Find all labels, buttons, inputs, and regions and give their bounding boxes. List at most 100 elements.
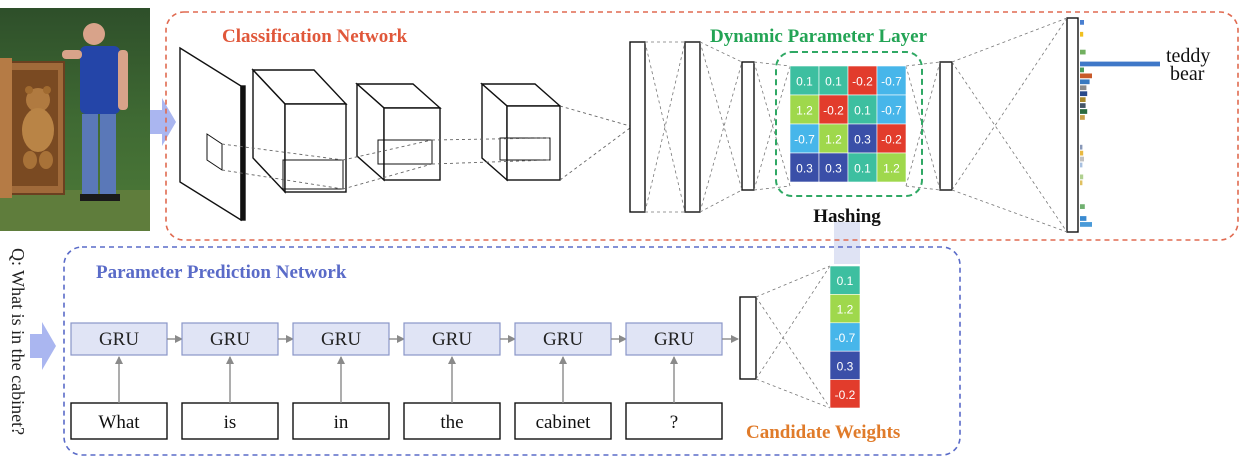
gru-label: GRU [210, 329, 250, 350]
matrix-cell [818, 65, 849, 96]
word-token: in [334, 412, 349, 433]
answer-label-line1: teddy [1166, 45, 1210, 67]
matrix-cell-value: -0.7 [881, 75, 902, 89]
conv-layer-2 [251, 68, 348, 194]
dynamic-parameter-layer-title: Dynamic Parameter Layer [710, 26, 928, 47]
output-score-bar [1080, 204, 1085, 209]
gru-label: GRU [654, 329, 694, 350]
matrix-cell [847, 65, 878, 96]
matrix-cell-value: 0.3 [854, 133, 871, 147]
word-box [514, 402, 612, 440]
output-score-bar [1080, 174, 1084, 180]
matrix-cell-value: -0.7 [794, 133, 815, 147]
output-score-bar [1080, 144, 1083, 150]
dynamic-parameter-matrix: 0.1 0.1 -0.2 -0.7 1.2 -0.2 0.1 -0.7 -0.7 1.2 0.3 -0… [789, 65, 907, 183]
output-score-bar [1080, 97, 1086, 102]
matrix-cell-value: 0.1 [825, 75, 842, 89]
output-score-bar [1080, 103, 1086, 108]
output-score-bar [1080, 115, 1085, 120]
output-score-bar [1080, 79, 1090, 85]
output-score-bar [1080, 222, 1092, 227]
conv-layer-3 [355, 82, 442, 182]
candidate-weight-value: 0.3 [837, 359, 854, 373]
candidate-weights-title: Candidate Weights [746, 422, 900, 443]
word-token: the [440, 412, 463, 433]
question-input-arrow [30, 322, 56, 370]
classification-network-title: Classification Network [222, 26, 408, 47]
output-score-bar [1080, 73, 1092, 79]
output-score-bar [1080, 67, 1084, 73]
output-score-bar [1080, 216, 1087, 221]
word-token: ? [670, 412, 678, 433]
matrix-cell [789, 94, 820, 125]
matrix-cell-value: -0.2 [823, 104, 844, 118]
candidate-weight-cell [829, 350, 861, 380]
matrix-cell-value: -0.2 [852, 75, 873, 89]
hashing-arrow [834, 222, 860, 264]
matrix-cell-value: 1.2 [796, 104, 813, 118]
matrix-cell [847, 94, 878, 125]
output-score-bar [1080, 180, 1083, 186]
candidate-weights-vector: 0.11.2-0.70.3-0.2 [829, 265, 861, 409]
candidate-weight-value: -0.2 [835, 388, 856, 402]
matrix-cell-value: 1.2 [883, 162, 900, 176]
matrix-cell [876, 65, 907, 96]
matrix-cell [789, 152, 820, 183]
classification-network-box [165, 11, 1239, 241]
matrix-cell-value: 0.1 [796, 75, 813, 89]
gru-label: GRU [543, 329, 583, 350]
gru-cell [292, 322, 390, 356]
parameter-prediction-network-box [63, 246, 961, 456]
gru-cell [625, 322, 723, 356]
output-score-bar [1080, 85, 1087, 91]
matrix-cell [818, 94, 849, 125]
parameter-prediction-network-title: Parameter Prediction Network [96, 262, 347, 283]
matrix-cell [876, 152, 907, 183]
question-text: Q: What is in the cabinet? [8, 248, 28, 435]
word-box [292, 402, 390, 440]
word-box [70, 402, 168, 440]
conv-layer-4 [480, 82, 562, 182]
candidate-weight-cell [829, 379, 861, 409]
output-score-bar [1080, 150, 1084, 156]
input-photo [0, 8, 150, 231]
matrix-cell-value: 1.2 [825, 133, 842, 147]
fc-connections [644, 17, 1068, 233]
word-token: cabinet [536, 412, 592, 433]
word-box [181, 402, 279, 440]
image-input-arrow [150, 98, 176, 146]
candidate-weight-value: 0.1 [837, 274, 854, 288]
gru-label: GRU [432, 329, 472, 350]
dynamic-parameter-box [775, 51, 923, 197]
conv-connections [221, 105, 631, 190]
output-score-bar [1080, 31, 1084, 37]
matrix-cell-value: -0.2 [881, 133, 902, 147]
candidate-weight-value: 1.2 [837, 303, 854, 317]
output-score-bar [1080, 109, 1088, 114]
output-score-bar [1080, 91, 1088, 97]
matrix-cell [818, 152, 849, 183]
matrix-cell [876, 123, 907, 154]
gru-cell [181, 322, 279, 356]
candidate-weight-cell [829, 265, 861, 295]
matrix-cell-value: -0.7 [881, 104, 902, 118]
matrix-cell-value: 0.1 [854, 162, 871, 176]
word-token: is [224, 412, 237, 433]
output-score-bar [1080, 162, 1083, 168]
matrix-cell [876, 94, 907, 125]
conv-layer-1 [179, 46, 246, 222]
output-score-histogram [1080, 20, 1160, 227]
output-score-bar [1080, 156, 1084, 162]
answer-label-line2: bear [1170, 63, 1205, 85]
matrix-cell [847, 123, 878, 154]
output-score-bar [1080, 49, 1086, 55]
ppn-output-vector [739, 296, 757, 380]
matrix-cell-value: 0.3 [825, 162, 842, 176]
matrix-cell [847, 152, 878, 183]
gru-label: GRU [321, 329, 361, 350]
ppn-output-connections [755, 265, 831, 409]
hashing-label: Hashing [813, 206, 881, 227]
candidate-weight-cell [829, 294, 861, 324]
